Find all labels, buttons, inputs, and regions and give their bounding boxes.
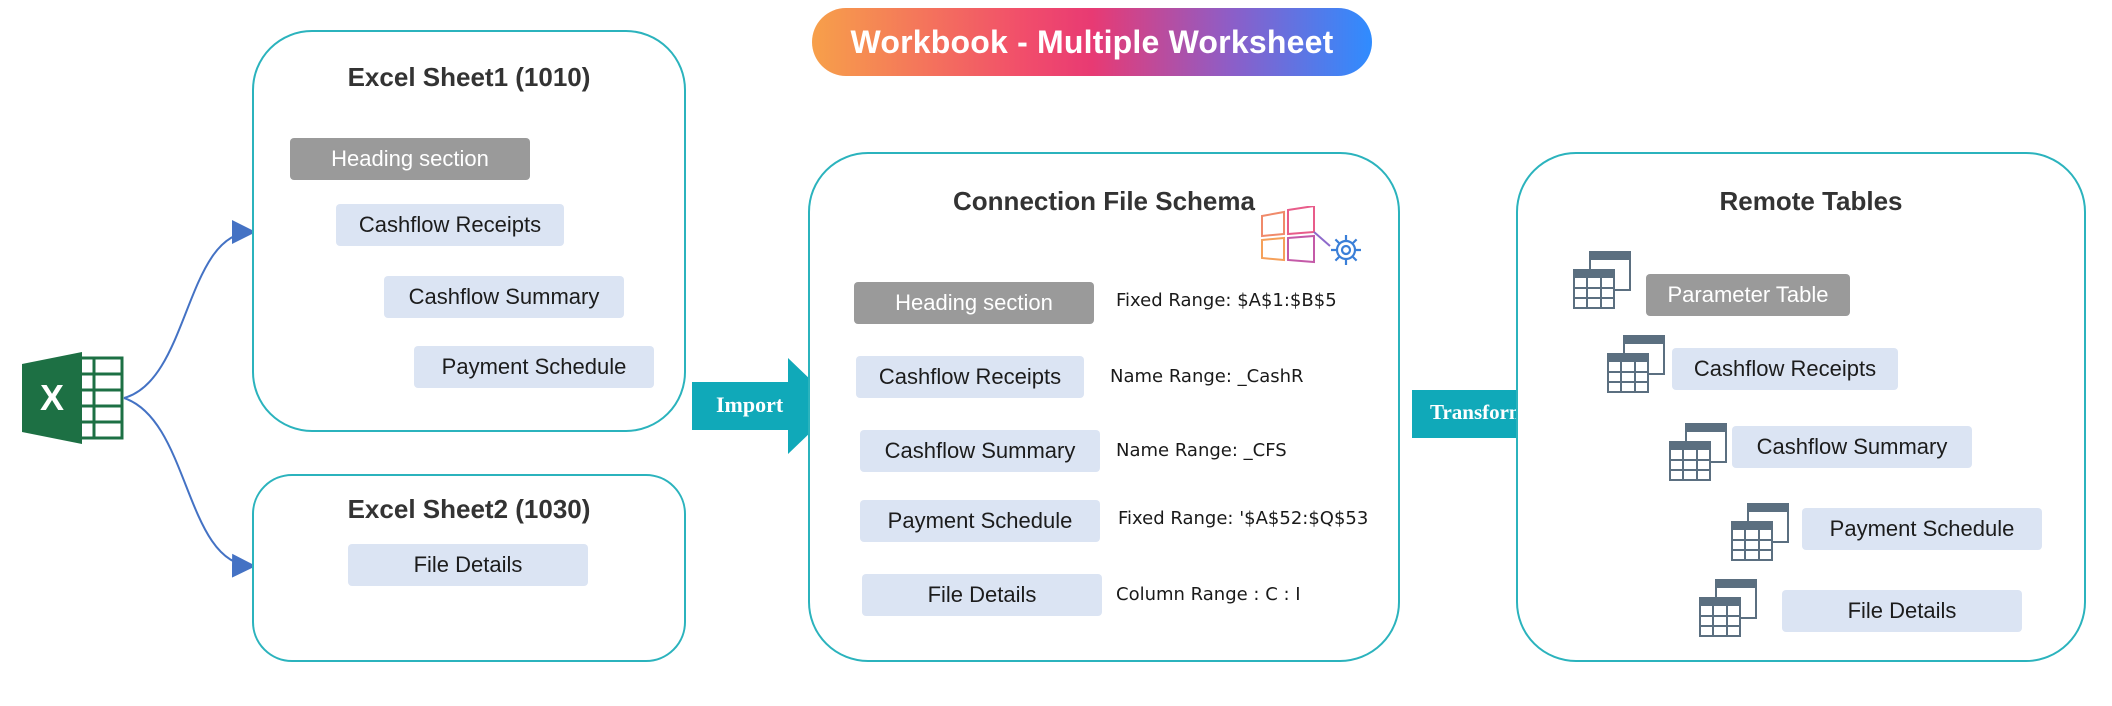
remote-item-payment-schedule: Payment Schedule xyxy=(1802,508,2042,550)
table-stack-icon xyxy=(1730,502,1792,569)
schema-row-cashflow-receipts: Cashflow Receipts xyxy=(856,356,1084,398)
import-arrow-label: Import xyxy=(716,392,784,417)
sheet1-title: Excel Sheet1 (1010) xyxy=(347,62,591,92)
remote-panel: Remote Tables xyxy=(1516,152,2086,662)
remote-item-cashflow-summary: Cashflow Summary xyxy=(1732,426,1972,468)
transform-arrow-label: Transform xyxy=(1430,400,1527,424)
schema-range-cashflow-summary: Name Range: _CFS xyxy=(1116,440,1287,461)
remote-item-file-details: File Details xyxy=(1782,590,2022,632)
sheet1-item-cashflow-summary: Cashflow Summary xyxy=(384,276,624,318)
schema-row-payment-schedule: Payment Schedule xyxy=(860,500,1100,542)
sheet1-item-heading: Heading section xyxy=(290,138,530,180)
remote-item-cashflow-receipts: Cashflow Receipts xyxy=(1672,348,1898,390)
schema-title: Connection File Schema xyxy=(953,186,1255,216)
import-arrow: Import xyxy=(692,358,838,454)
schema-range-file-details: Column Range : C : I xyxy=(1116,584,1301,605)
schema-panel: Connection File Schema Heading section F… xyxy=(808,152,1400,662)
connector-to-sheet2 xyxy=(123,397,256,578)
connector-to-sheet1 xyxy=(123,220,256,399)
sheet1-item-payment-schedule: Payment Schedule xyxy=(414,346,654,388)
table-stack-icon xyxy=(1668,422,1730,489)
table-stack-icon xyxy=(1606,334,1668,401)
schema-range-heading: Fixed Range: $A$1:$B$5 xyxy=(1116,290,1337,311)
schema-row-file-details: File Details xyxy=(862,574,1102,616)
sheet1-item-cashflow-receipts: Cashflow Receipts xyxy=(336,204,564,246)
diagram-title: Workbook - Multiple Worksheet xyxy=(812,8,1372,76)
schema-row-cashflow-summary: Cashflow Summary xyxy=(860,430,1100,472)
sheet2-title: Excel Sheet2 (1030) xyxy=(347,494,591,524)
table-stack-icon xyxy=(1698,578,1760,645)
sheet2-item-file-details: File Details xyxy=(348,544,588,586)
sheet2-panel: Excel Sheet2 (1030) File Details xyxy=(252,474,686,662)
remote-item-parameter-table: Parameter Table xyxy=(1646,274,1850,316)
schema-row-heading: Heading section xyxy=(854,282,1094,324)
windows-gear-icon xyxy=(1256,204,1368,272)
excel-logo-icon: X xyxy=(20,352,124,444)
table-stack-icon xyxy=(1572,250,1634,317)
sheet1-panel: Excel Sheet1 (1010) Heading section Cash… xyxy=(252,30,686,432)
svg-text:X: X xyxy=(40,377,64,418)
schema-range-payment-schedule: Fixed Range: '$A$52:$Q$53 xyxy=(1118,508,1369,529)
schema-range-cashflow-receipts: Name Range: _CashR xyxy=(1110,366,1304,387)
remote-title: Remote Tables xyxy=(1719,186,1903,216)
